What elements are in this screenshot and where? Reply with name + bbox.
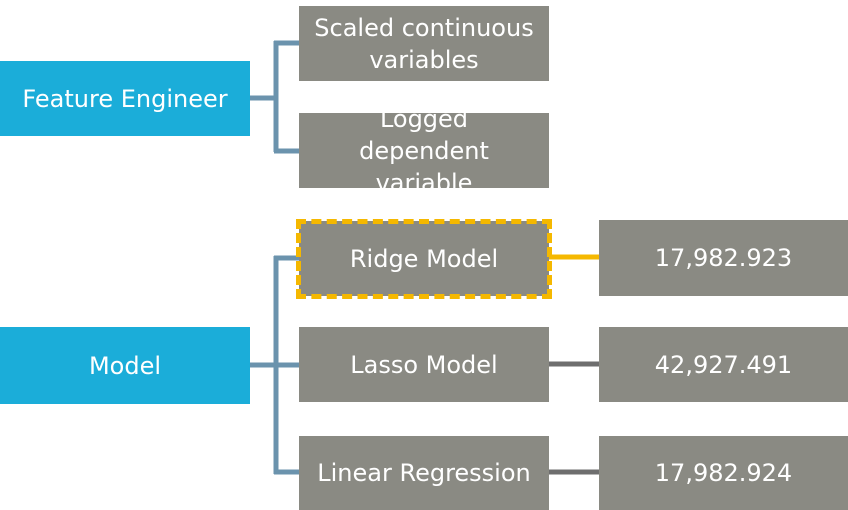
lasso-model-box: Lasso Model	[299, 327, 549, 402]
model-score: 17,982.923	[654, 244, 793, 272]
model-score: 42,927.491	[654, 350, 793, 379]
lasso-score-box: 42,927.491	[599, 327, 848, 402]
ridge-score-box: 17,982.923	[599, 220, 848, 296]
step-label: Logged dependent variable	[359, 104, 489, 197]
model-name: Lasso Model	[350, 350, 498, 379]
model-name: Linear Regression	[317, 459, 531, 487]
linear-regression-score-box: 17,982.924	[599, 436, 848, 510]
feature-engineer-label: Feature Engineer	[22, 84, 228, 113]
feature-engineer-box: Feature Engineer	[0, 61, 250, 136]
step-label: Scaled continuous variables	[314, 13, 534, 74]
model-label: Model	[88, 351, 162, 380]
step-logged-dependent-variable: Logged dependent variable	[299, 105, 549, 197]
ridge-model-box: Ridge Model	[299, 221, 549, 296]
linear-regression-box: Linear Regression	[299, 436, 549, 510]
model-name: Ridge Model	[349, 244, 499, 273]
model-score: 17,982.924	[654, 459, 793, 487]
model-box: Model	[0, 327, 250, 404]
step-scaled-continuous-variables: Scaled continuous variables	[299, 6, 549, 81]
